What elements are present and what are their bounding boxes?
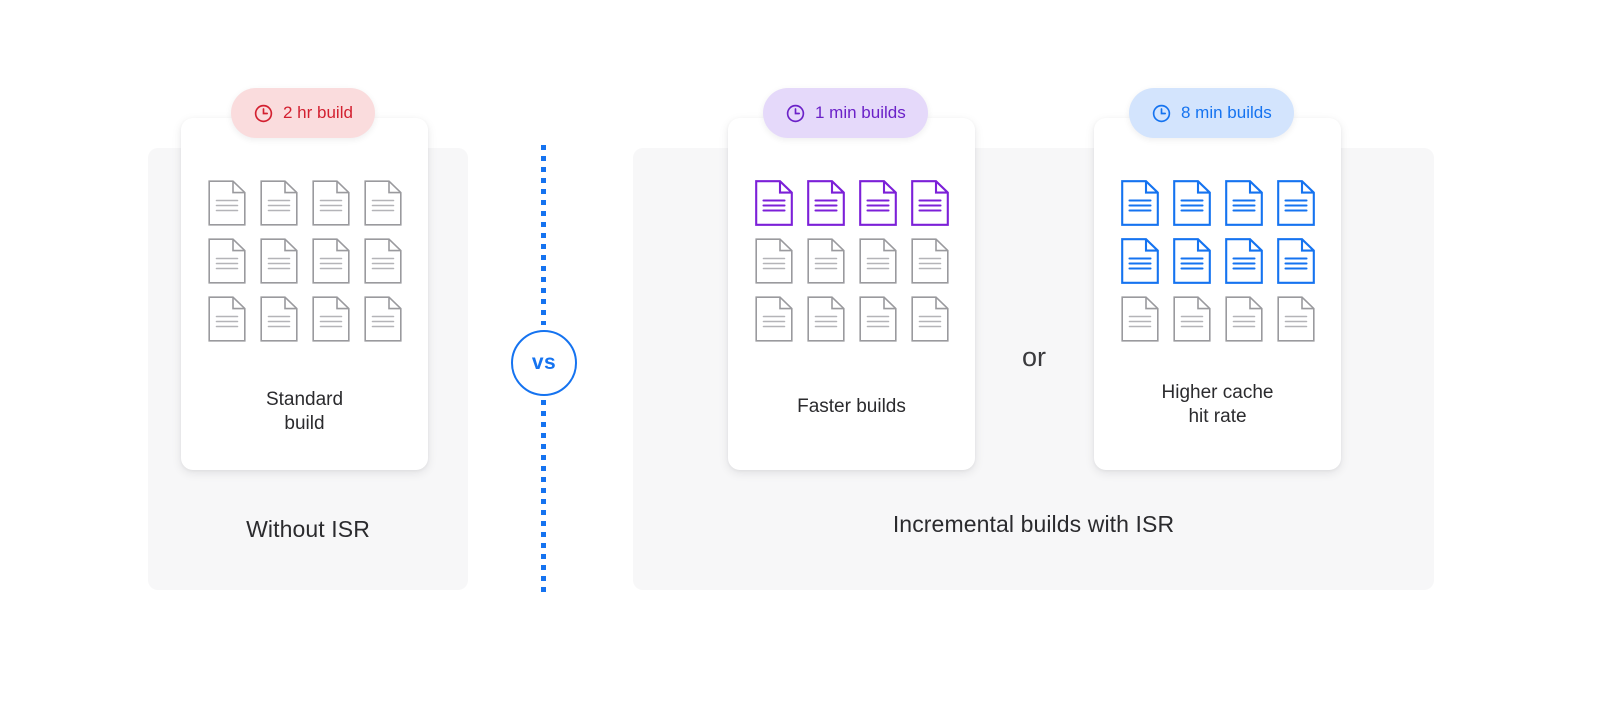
card-caption-standard-build: Standard build (181, 388, 428, 436)
document-icon (201, 180, 253, 238)
card-higher-cache-hit-rate[interactable]: Higher cache hit rate (1094, 118, 1341, 470)
or-separator: or (1021, 342, 1046, 372)
card-caption-higher-cache-hit-rate: Higher cache hit rate (1094, 381, 1341, 429)
document-icon (800, 238, 852, 296)
divider-dotted-line-bottom (541, 400, 546, 592)
document-grid-higher-cache-hit-rate (1094, 180, 1341, 354)
caption-line: build (284, 413, 325, 434)
document-icon (1270, 180, 1322, 238)
section-label-incremental-builds-with-isr: Incremental builds with ISR (892, 511, 1175, 537)
clock-icon (1151, 103, 1172, 124)
caption-line: Faster builds (797, 396, 906, 417)
badge-label: 2 hr build (283, 103, 353, 122)
badge-1-min-builds[interactable]: 1 min builds (763, 88, 928, 138)
document-icon (201, 238, 253, 296)
document-icon (253, 296, 305, 354)
card-faster-builds[interactable]: Faster builds (728, 118, 975, 470)
vs-label: vs (531, 351, 557, 374)
document-icon (1166, 180, 1218, 238)
divider-dotted-line-top (541, 145, 546, 325)
document-icon (201, 296, 253, 354)
vs-badge: vs (511, 330, 577, 396)
card-caption-faster-builds: Faster builds (728, 395, 975, 419)
document-icon (1218, 180, 1270, 238)
document-icon (800, 180, 852, 238)
document-icon (1270, 238, 1322, 296)
document-icon (1166, 296, 1218, 354)
document-icon (800, 296, 852, 354)
document-icon (305, 238, 357, 296)
document-icon (748, 238, 800, 296)
document-icon (1166, 238, 1218, 296)
clock-icon (785, 103, 806, 124)
document-icon (1114, 238, 1166, 296)
document-grid-faster-builds (728, 180, 975, 354)
document-icon (357, 180, 409, 238)
document-icon (305, 180, 357, 238)
document-icon (748, 180, 800, 238)
card-standard-build[interactable]: Standard build (181, 118, 428, 470)
document-icon (1218, 296, 1270, 354)
caption-line: hit rate (1188, 406, 1247, 427)
badge-label: 8 min builds (1181, 103, 1272, 122)
document-icon (305, 296, 357, 354)
document-icon (852, 180, 904, 238)
document-icon (1114, 180, 1166, 238)
badge-8-min-builds[interactable]: 8 min builds (1129, 88, 1294, 138)
document-icon (1114, 296, 1166, 354)
badge-label: 1 min builds (815, 103, 906, 122)
section-label-without-isr: Without ISR (246, 516, 370, 542)
document-icon (904, 238, 956, 296)
document-icon (904, 180, 956, 238)
document-grid-standard-build (181, 180, 428, 354)
caption-line: Standard (265, 389, 344, 410)
badge-2-hr-build[interactable]: 2 hr build (231, 88, 375, 138)
document-icon (1270, 296, 1322, 354)
document-icon (357, 296, 409, 354)
document-icon (357, 238, 409, 296)
document-icon (852, 238, 904, 296)
document-icon (253, 238, 305, 296)
clock-icon (253, 103, 274, 124)
document-icon (1218, 238, 1270, 296)
document-icon (904, 296, 956, 354)
caption-line: Higher cache (1161, 382, 1274, 403)
document-icon (748, 296, 800, 354)
document-icon (253, 180, 305, 238)
document-icon (852, 296, 904, 354)
